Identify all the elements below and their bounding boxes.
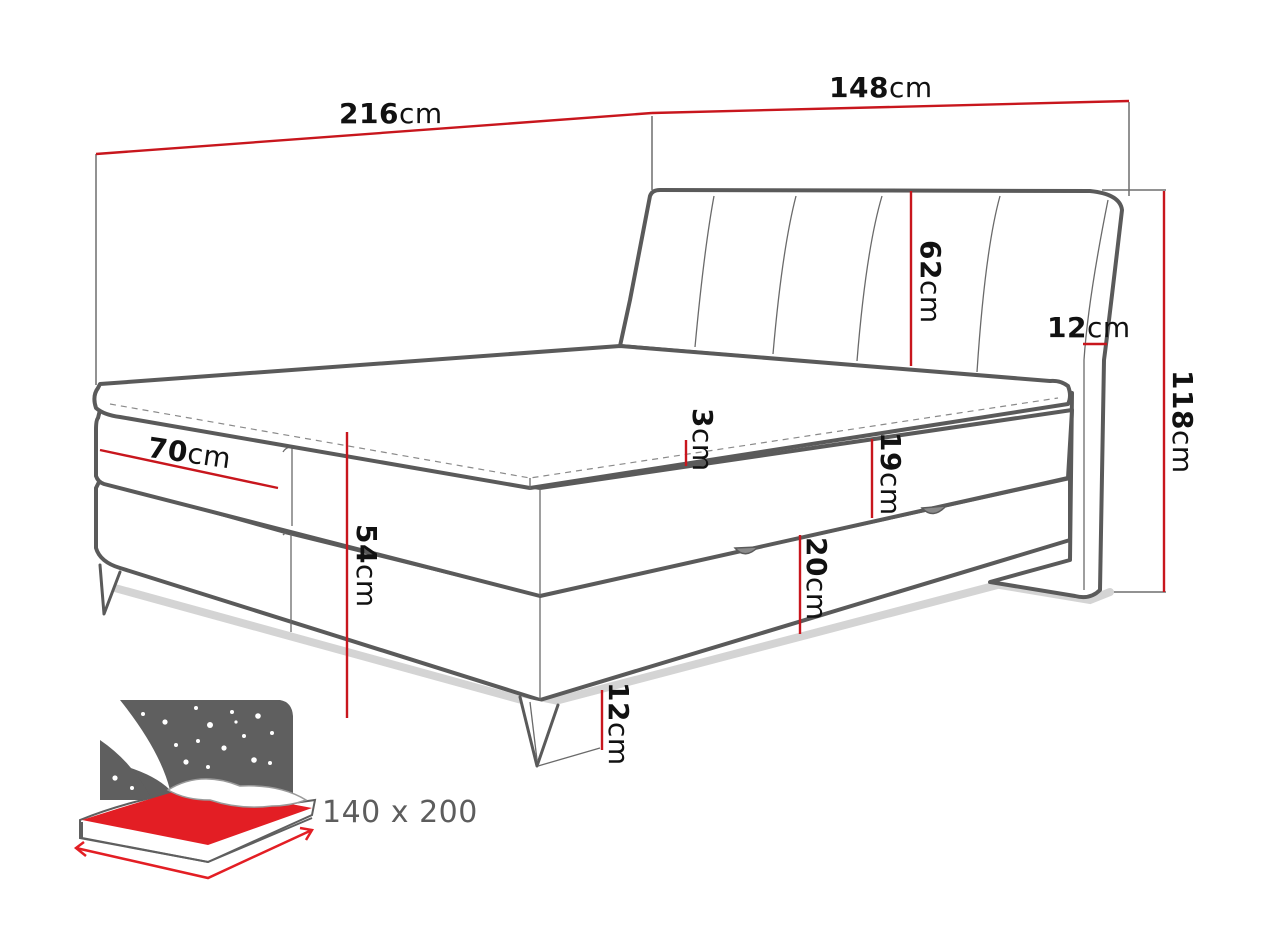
stars [112, 706, 274, 790]
label-lower-box: 20cm [800, 537, 833, 621]
label-length-value: 216 [339, 97, 399, 130]
label-leg-height: 12cm [602, 682, 635, 766]
label-length-unit: cm [398, 97, 443, 130]
label-topper-value: 3 [686, 408, 719, 428]
label-bed-height-unit: cm [350, 563, 383, 608]
dim-line-length [95, 111, 653, 156]
label-bed-height: 54cm [350, 524, 383, 608]
dimension-lines [95, 99, 1166, 750]
label-total-height: 118cm [1166, 370, 1199, 474]
label-width: 148cm [829, 74, 933, 102]
drawer-handles [733, 505, 948, 555]
label-topper-unit: cm [686, 427, 719, 472]
legs [98, 563, 601, 768]
label-headboard-depth-unit: cm [1086, 311, 1131, 344]
mattress-size-label: 140 x 200 [322, 795, 478, 830]
label-length: 216cm [339, 100, 443, 128]
label-lower-box-value: 20 [800, 537, 833, 577]
label-width-unit: cm [888, 71, 933, 104]
headboard [618, 188, 1124, 600]
topper [92, 344, 1072, 490]
label-headboard-depth-value: 12 [1047, 311, 1087, 344]
label-width-value: 148 [829, 71, 889, 104]
label-headboard-height-unit: cm [914, 279, 947, 324]
label-headboard-height-value: 62 [914, 240, 947, 280]
bed-night-icon [73, 700, 317, 880]
label-upper-box: 19cm [874, 432, 907, 516]
dim-line-width [651, 99, 1130, 115]
label-side-panel-value: 70 [145, 431, 190, 470]
label-total-height-value: 118 [1166, 370, 1199, 430]
label-lower-box-unit: cm [800, 576, 833, 621]
label-total-height-unit: cm [1166, 429, 1199, 474]
label-bed-height-value: 54 [350, 524, 383, 564]
dim-line-side-panel [99, 448, 279, 490]
extension-lines [95, 102, 1166, 593]
label-leg-height-value: 12 [602, 682, 635, 722]
label-upper-box-unit: cm [874, 471, 907, 516]
label-leg-height-unit: cm [602, 721, 635, 766]
label-side-panel-unit: cm [185, 436, 234, 476]
label-headboard-depth: 12cm [1047, 314, 1131, 342]
label-headboard-height: 62cm [914, 240, 947, 324]
label-upper-box-value: 19 [874, 432, 907, 472]
label-topper: 3cm [686, 408, 719, 472]
